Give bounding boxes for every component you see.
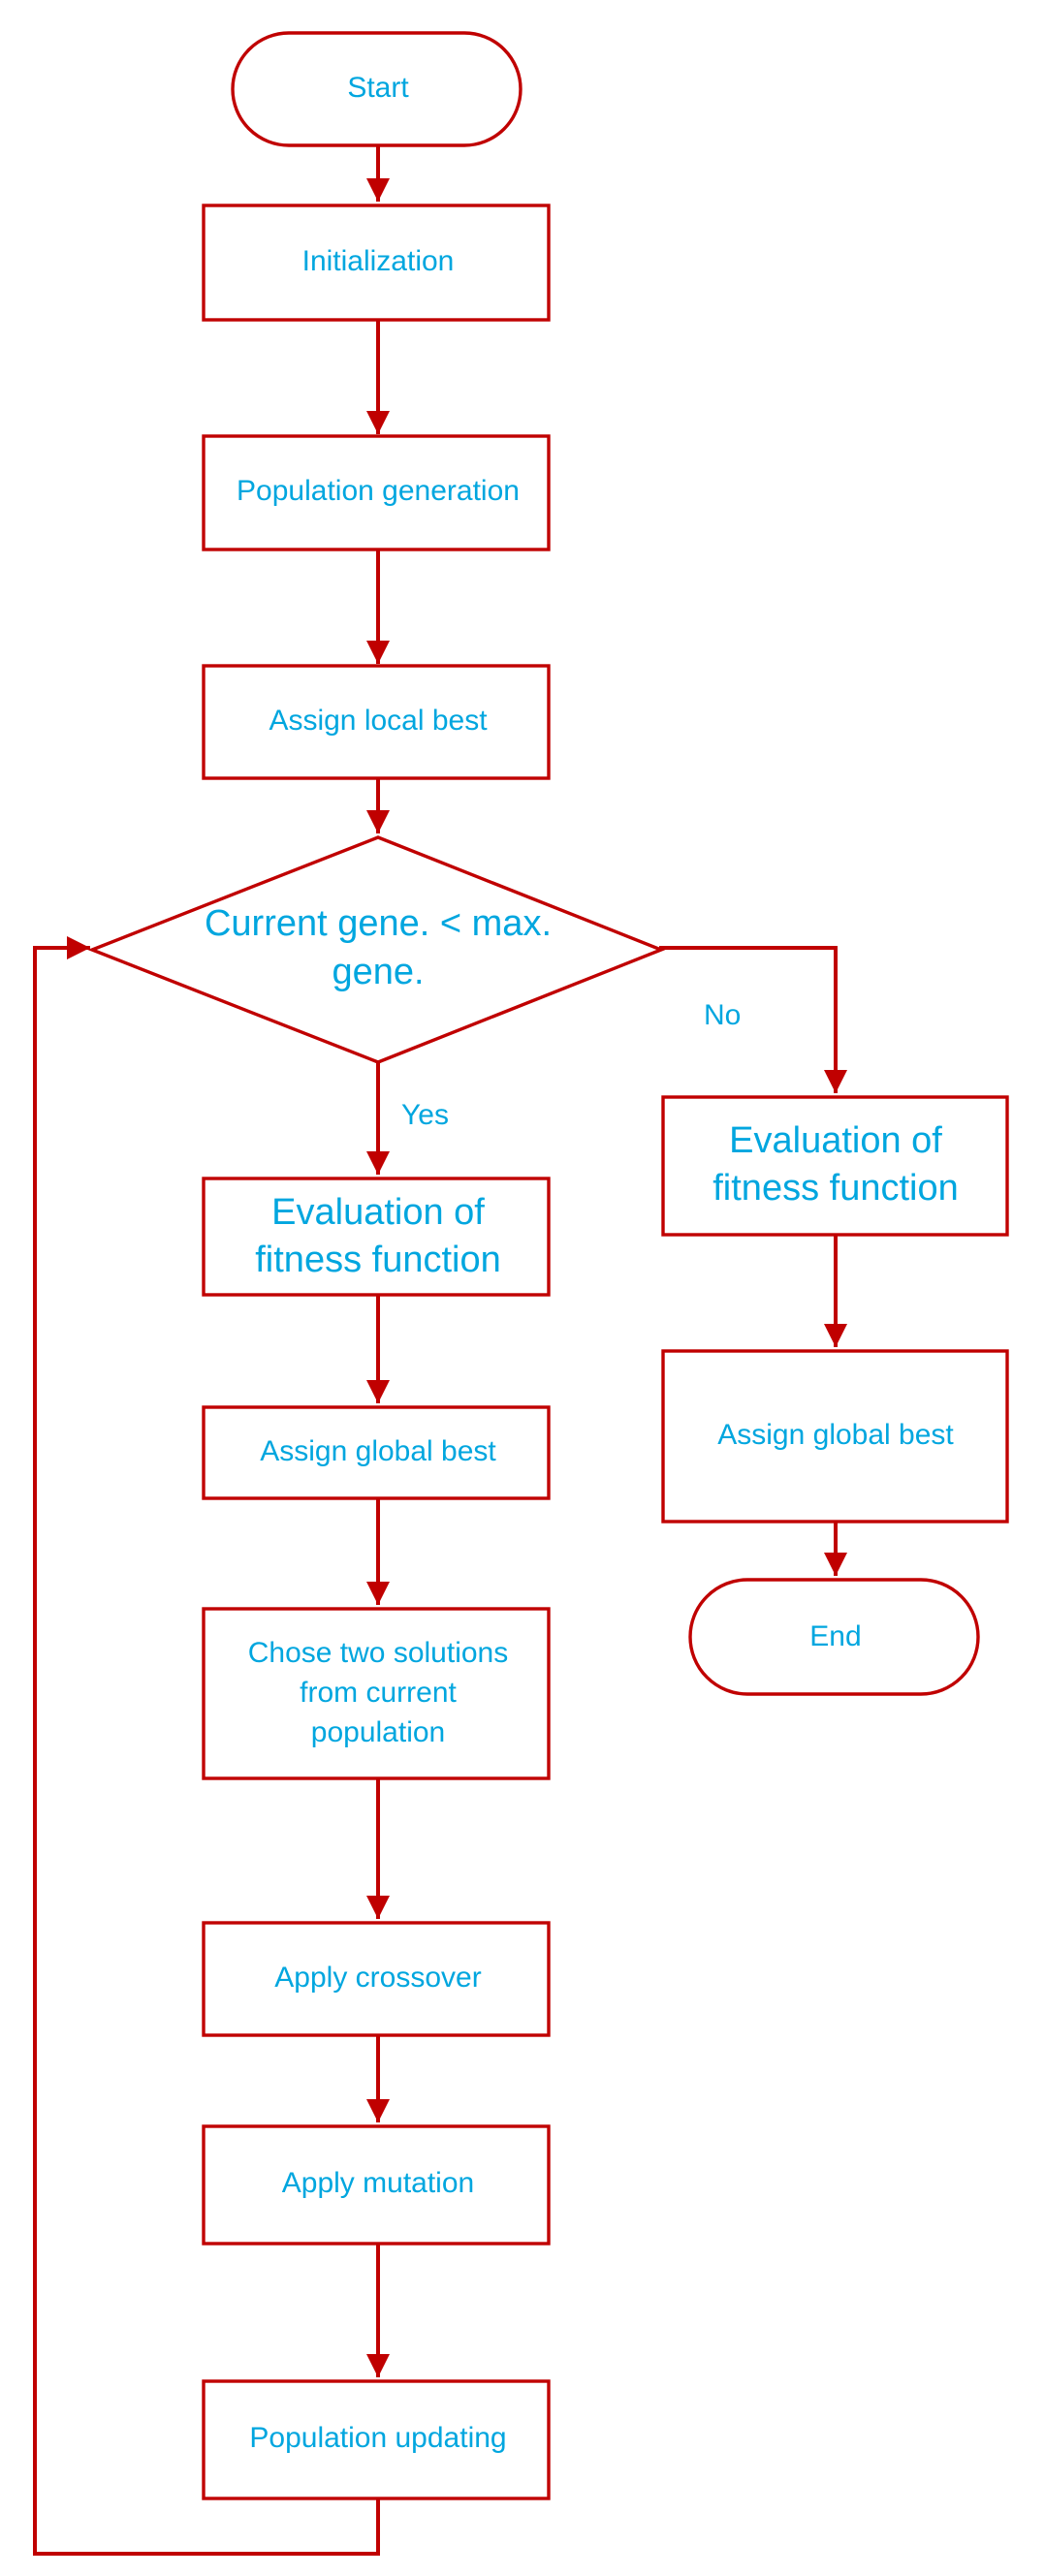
node-choose-solutions-label-line-3: population <box>311 1716 445 1748</box>
node-population-updating-label: Population updating <box>249 2422 506 2454</box>
node-apply-crossover: Apply crossover <box>202 1921 551 2037</box>
node-evaluation-left: Evaluation of fitness function <box>202 1177 551 1297</box>
edge-label-no: No <box>704 999 741 1031</box>
node-apply-mutation: Apply mutation <box>202 2124 551 2246</box>
node-evaluation-right: Evaluation of fitness function <box>661 1095 1009 1237</box>
edge-label-yes: Yes <box>401 1099 449 1131</box>
node-assign-global-best-left-label: Assign global best <box>260 1435 496 1467</box>
node-assign-global-best-right: Assign global best <box>661 1349 1009 1524</box>
node-decision-label-line-2: gene. <box>332 952 424 992</box>
node-evaluation-right-label-line-1: Evaluation of <box>729 1120 942 1161</box>
edge-decision-to-eval-right <box>659 946 847 1093</box>
node-choose-solutions: Chose two solutions from current populat… <box>202 1607 551 1780</box>
node-assign-global-best-left: Assign global best <box>202 1405 551 1500</box>
node-initialization: Initialization <box>202 204 551 322</box>
node-population-generation: Population generation <box>202 434 551 551</box>
flowchart-edges <box>33 145 847 2556</box>
node-decision: Current gene. < max. gene. <box>87 835 666 1064</box>
node-apply-mutation-label: Apply mutation <box>282 2167 474 2199</box>
edge-loop-back-to-decision <box>33 936 380 2556</box>
node-assign-local-best: Assign local best <box>202 664 551 780</box>
node-end-label: End <box>809 1620 861 1652</box>
node-choose-solutions-label-line-2: from current <box>300 1677 457 1709</box>
node-evaluation-left-label-line-2: fitness function <box>255 1240 500 1280</box>
node-evaluation-right-label-line-2: fitness function <box>712 1168 958 1209</box>
node-choose-solutions-label-line-1: Chose two solutions <box>248 1637 508 1669</box>
node-initialization-label: Initialization <box>302 245 455 277</box>
node-assign-local-best-label: Assign local best <box>269 705 488 737</box>
node-apply-crossover-label: Apply crossover <box>274 1962 481 1994</box>
node-population-generation-label: Population generation <box>237 475 520 507</box>
node-decision-label-line-1: Current gene. < max. <box>205 903 552 944</box>
node-start-label: Start <box>347 72 409 104</box>
node-start: Start <box>231 31 522 147</box>
node-population-updating: Population updating <box>202 2379 551 2500</box>
node-assign-global-best-right-label: Assign global best <box>717 1419 954 1451</box>
node-evaluation-left-label-line-1: Evaluation of <box>271 1192 485 1233</box>
node-end: End <box>688 1578 980 1696</box>
